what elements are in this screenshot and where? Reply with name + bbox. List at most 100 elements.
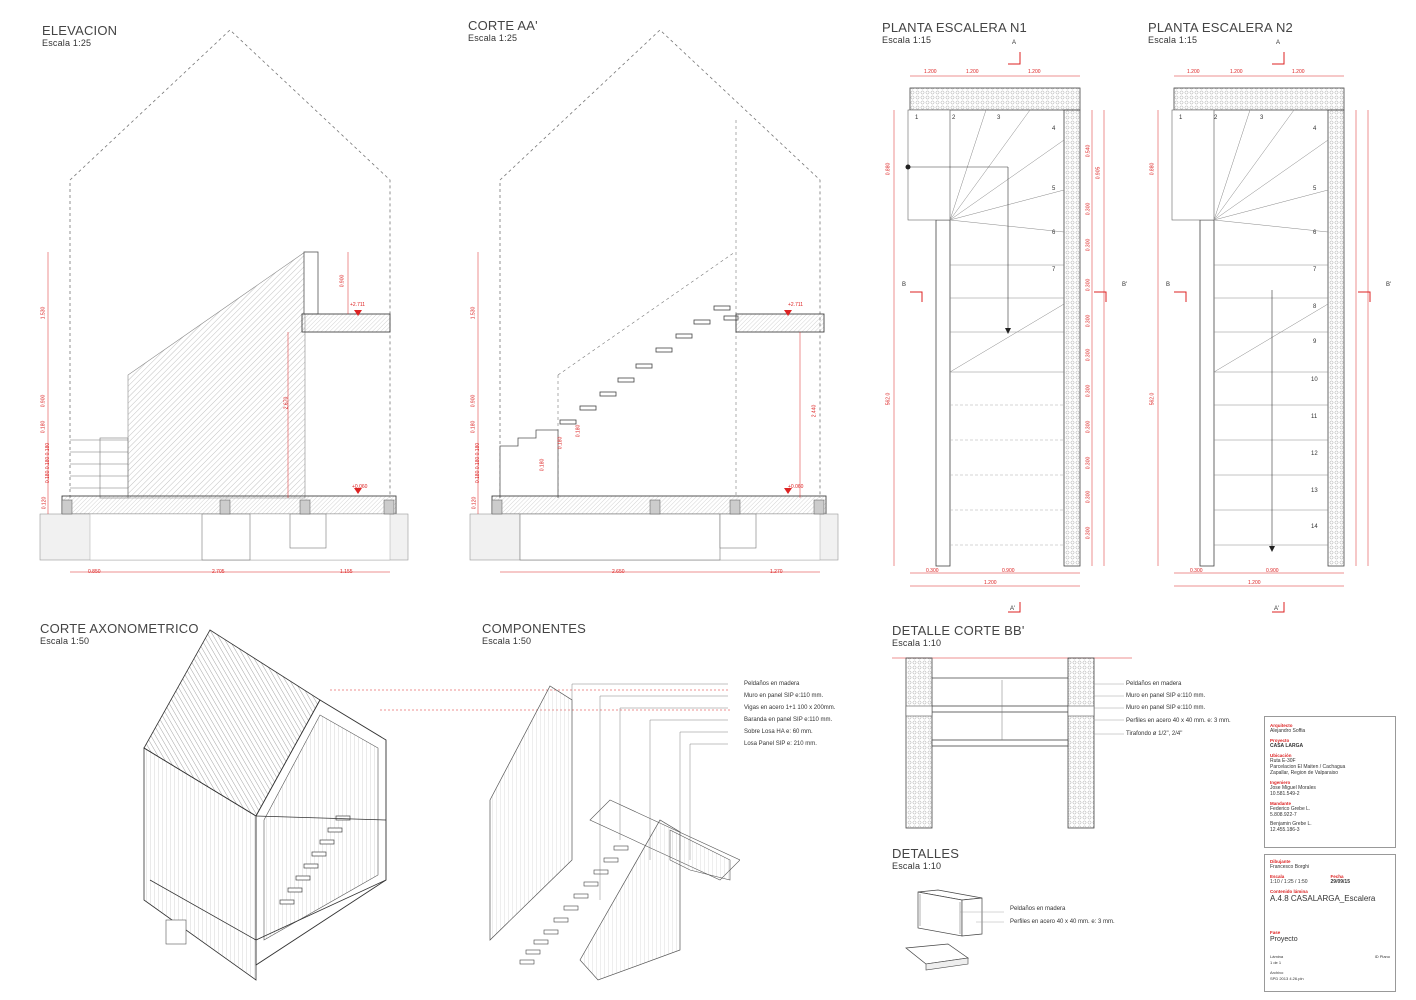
corte-dim-step-1: 0.180 (539, 458, 546, 472)
detalle-bb-label-4: Perfiles en acero 40 x 40 mm. e: 3 mm. (1126, 718, 1231, 724)
n1-dim-right-10: 0.300 (1085, 456, 1092, 470)
n2-step-13: 13 (1311, 488, 1318, 494)
corte-dim-bottom-1: 2.650 (612, 569, 625, 575)
n1-step-3: 3 (997, 115, 1001, 121)
corte-dim-height: 2.440 (811, 404, 818, 418)
n2-mark-b: B (1166, 282, 1171, 288)
n1-dim-right-5: 0.300 (1085, 278, 1092, 292)
axonometrico-leader-lines (330, 689, 730, 711)
n2-step-4: 4 (1313, 126, 1317, 132)
n1-dim-bottom-2: 0.900 (1002, 568, 1015, 574)
tb-fase-value: Proyecto (1270, 936, 1298, 943)
detalles-label-1: Peldaños en madera (1010, 906, 1066, 912)
n2-mark-b2: B' (1386, 282, 1392, 288)
corte-dim-side-5: 0.120 (471, 496, 478, 510)
n1-step-5: 5 (1052, 186, 1056, 192)
n2-step-14: 14 (1311, 524, 1318, 530)
componentes-label-3: Vigas en acero 1+1 100 x 200mm. (744, 705, 836, 711)
tb-fase-key: Fase (1270, 930, 1281, 935)
componentes-drawing (489, 683, 740, 981)
n2-step-11: 11 (1311, 414, 1318, 420)
tb-fecha-key: Fecha (1330, 874, 1344, 879)
n2-dim-bottom-1: 0.300 (1190, 568, 1203, 574)
n2-mark-a: A (1276, 40, 1281, 46)
tb-ubicacion-line-2: Parcelacion El Maiten / Cachagua (1270, 764, 1346, 770)
componentes-label-1: Peldaños en madera (744, 681, 800, 687)
n1-dim-top-3: 1.200 (1028, 69, 1041, 75)
n1-dim-right-12: 0.300 (1085, 526, 1092, 540)
elev-dim-side-1: 1.530 (40, 306, 47, 320)
n2-step-12: 12 (1311, 451, 1318, 457)
tb-ingeniero-name: Jose Miguel Morales (1270, 785, 1316, 791)
tb-contenido-key: Contenido lámina (1270, 889, 1308, 894)
tb-archivo-value: SPD 2013 4.26.pln (1270, 976, 1304, 981)
componentes-label-2: Muro en panel SIP e:110 mm. (744, 693, 824, 699)
detalles-drawing (905, 889, 1004, 971)
corte-level-lower: +0.060 (788, 484, 804, 490)
n2-step-10: 10 (1311, 377, 1318, 383)
axonometrico-drawing (143, 629, 387, 981)
n1-dim-right-7: 0.300 (1085, 348, 1092, 362)
elev-dim-bottom-3: 1.155 (340, 569, 353, 575)
n2-dim-left-2: 562.0 (1149, 392, 1156, 406)
tb-ubicacion-line-3: Zapallar, Region de Valparaiso (1270, 770, 1339, 776)
title-corte-aa: CORTE AA'Escala 1:25 (468, 18, 538, 43)
tb-escala-value: 1:10 / 1:25 / 1:50 (1270, 879, 1308, 885)
tb-mandante-id-2: 12.455.186-3 (1270, 827, 1300, 833)
n1-mark-a: A (1012, 40, 1017, 46)
tb-lamina-key: Lámina (1270, 954, 1284, 959)
n2-step-9: 9 (1313, 339, 1317, 345)
corte-dim-bottom-2: 1.270 (770, 569, 783, 575)
elev-level-lower: +0.060 (352, 484, 368, 490)
elev-dim-side-4: 0.180 0.180 0.180 (45, 442, 52, 484)
elev-dim-height: 2.670 (283, 396, 290, 410)
corte-dim-side-3: 0.180 (470, 420, 477, 434)
n2-step-2: 2 (1214, 115, 1218, 121)
tb-plano-key: ID Plano (1374, 954, 1390, 959)
elev-level-upper: +2.711 (350, 302, 366, 308)
title-block-upper: Arquitecto Alejandro Soffia Proyecto CAS… (1264, 716, 1396, 848)
tb-ubicacion-key: Ubicación (1270, 753, 1292, 758)
n1-step-1: 1 (915, 115, 919, 121)
n1-mark-b: B (902, 282, 907, 288)
n1-dim-right-9: 0.300 (1085, 420, 1092, 434)
tb-lamina-value: 1 de 1 (1270, 960, 1282, 965)
tb-proyecto-value: CASA LARGA (1270, 743, 1304, 749)
n2-step-5: 5 (1313, 186, 1317, 192)
n1-dim-top-1: 1.200 (924, 69, 937, 75)
title-detalle-bb: DETALLE CORTE BB'Escala 1:10 (892, 623, 1025, 648)
tb-dibujante-value: Francesco Borghi (1270, 864, 1310, 870)
corte-dim-side-4: 0.180 0.180 0.180 (475, 442, 482, 484)
n1-mark-b2: B' (1122, 282, 1128, 288)
detalle-bb-label-1: Peldaños en madera (1126, 681, 1182, 687)
elev-dim-bottom-2: 2.705 (212, 569, 225, 575)
n1-step-7: 7 (1052, 267, 1056, 273)
n1-step-4: 4 (1052, 126, 1056, 132)
tb-escala-key: Escala (1270, 874, 1285, 879)
n1-step-6: 6 (1052, 230, 1056, 236)
elev-dim-side-2: 0.900 (40, 394, 47, 408)
tb-archivo-key: Archivo (1270, 970, 1284, 975)
n1-dim-right-6: 0.300 (1085, 314, 1092, 328)
n2-step-8: 8 (1313, 304, 1317, 310)
tb-ingeniero-id: 10.581.549-2 (1270, 791, 1300, 797)
tb-ubicacion-line-1: Ruta E-30F (1270, 758, 1296, 764)
n1-dim-right-3: 0.300 (1085, 202, 1092, 216)
n2-dim-top-2: 1.200 (1230, 69, 1243, 75)
corte-dim-side-2: 0.900 (470, 394, 477, 408)
tb-ingeniero-key: Ingeniero (1270, 780, 1291, 785)
n1-dim-right-8: 0.300 (1085, 384, 1092, 398)
n1-dim-right-2: 0.905 (1095, 166, 1102, 180)
corte-aa-drawing (469, 29, 839, 573)
n1-dim-right-4: 0.300 (1085, 238, 1092, 252)
n1-dim-total: 1.200 (984, 580, 997, 586)
corte-dim-side-1: 1.530 (470, 306, 477, 320)
